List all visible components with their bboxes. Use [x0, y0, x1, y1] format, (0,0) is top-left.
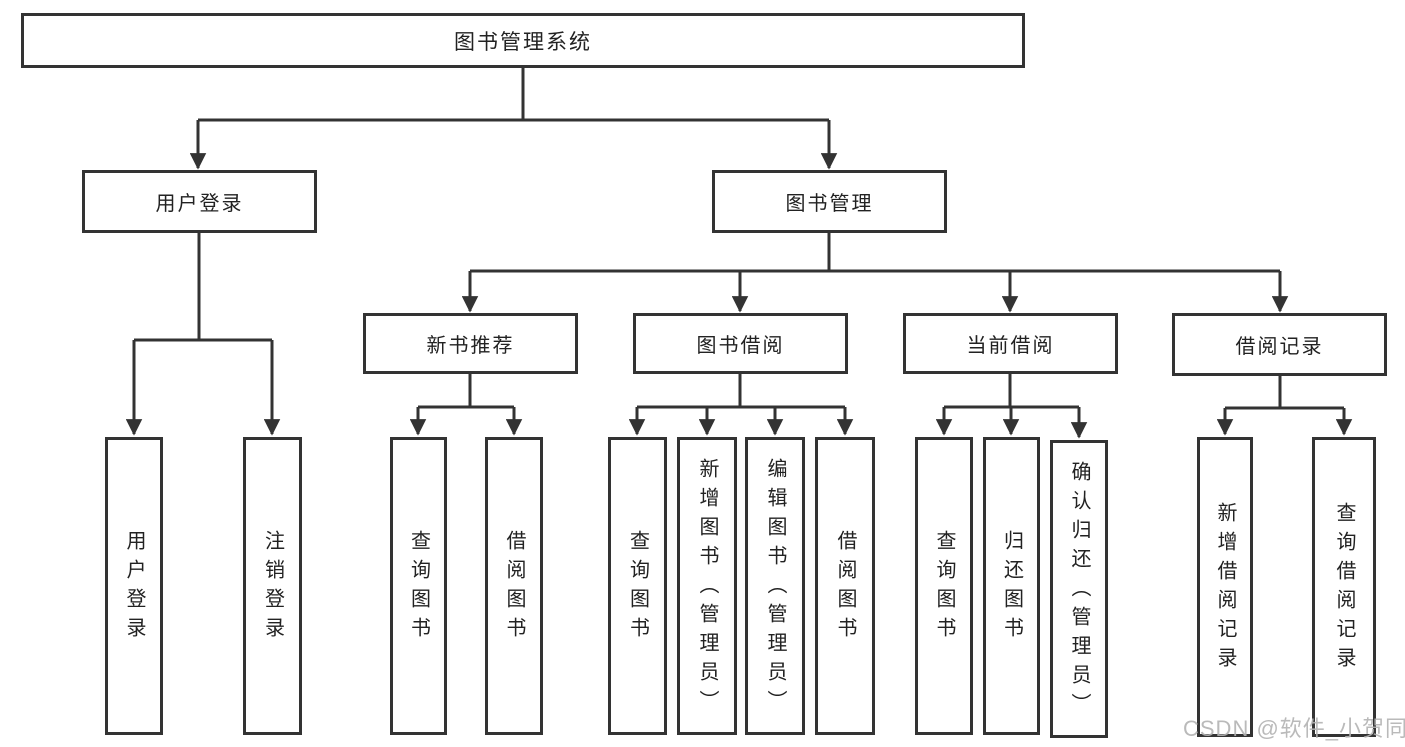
node-user-login-leaf: 用户登录 [105, 437, 163, 735]
node-query-borrow-record: 查询借阅记录 [1312, 437, 1376, 737]
node-borrowing-records: 借阅记录 [1172, 313, 1387, 376]
node-current-borrowing: 当前借阅 [903, 313, 1118, 374]
node-borrow-books-leaf: 借阅图书 [815, 437, 875, 735]
node-edit-book-admin: 编辑图书（管理员） [745, 437, 805, 735]
node-query-books-current: 查询图书 [915, 437, 973, 735]
node-add-borrow-record: 新增借阅记录 [1197, 437, 1253, 737]
node-user-login: 用户登录 [82, 170, 317, 233]
node-add-book-admin: 新增图书（管理员） [677, 437, 737, 735]
node-query-books-recommend: 查询图书 [390, 437, 447, 735]
node-library-management-system: 图书管理系统 [21, 13, 1025, 68]
node-return-books: 归还图书 [983, 437, 1040, 735]
node-book-management: 图书管理 [712, 170, 947, 233]
node-new-book-recommendation: 新书推荐 [363, 313, 578, 374]
node-book-borrowing: 图书借阅 [633, 313, 848, 374]
node-logout: 注销登录 [243, 437, 302, 735]
node-borrow-books-recommend: 借阅图书 [485, 437, 543, 735]
csdn-watermark: CSDN @软件_小贺同学 [1183, 716, 1405, 741]
node-query-books-borrow: 查询图书 [608, 437, 667, 735]
node-confirm-return-admin: 确认归还（管理员） [1050, 440, 1108, 738]
